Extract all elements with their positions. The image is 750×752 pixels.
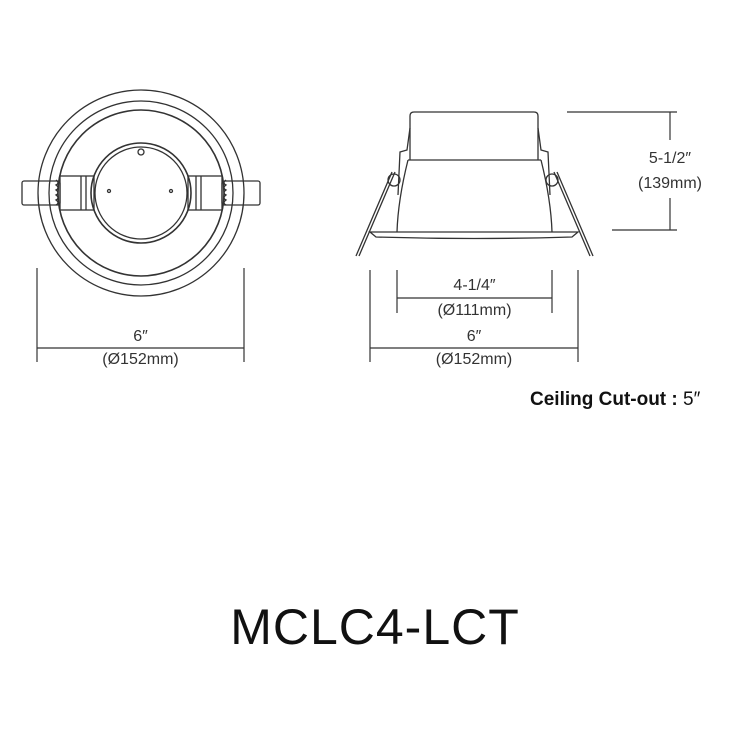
side-view-drawing xyxy=(355,111,594,257)
height-label: 5-1/2″ xyxy=(648,150,692,167)
ceiling-cutout-label: Ceiling Cut-out : xyxy=(530,389,678,410)
side-view-dimensions xyxy=(369,111,677,362)
trim-mm-label: (Ø152mm) xyxy=(435,351,513,368)
ceiling-cutout-value: 5″ xyxy=(683,389,701,410)
ceiling-cutout: Ceiling Cut-out : 5″ xyxy=(530,389,700,411)
top-view-drawing xyxy=(21,89,261,297)
aperture-label: 4-1/4″ xyxy=(453,277,496,294)
top-view-dimension xyxy=(36,268,245,362)
model-number: MCLC4-LCT xyxy=(230,599,520,655)
height-mm-label: (139mm) xyxy=(637,175,702,192)
top-width-mm-label: (Ø152mm) xyxy=(102,351,179,368)
top-width-label: 6″ xyxy=(133,328,148,345)
aperture-mm-label: (Ø111mm) xyxy=(437,302,512,319)
trim-label: 6″ xyxy=(466,328,482,345)
